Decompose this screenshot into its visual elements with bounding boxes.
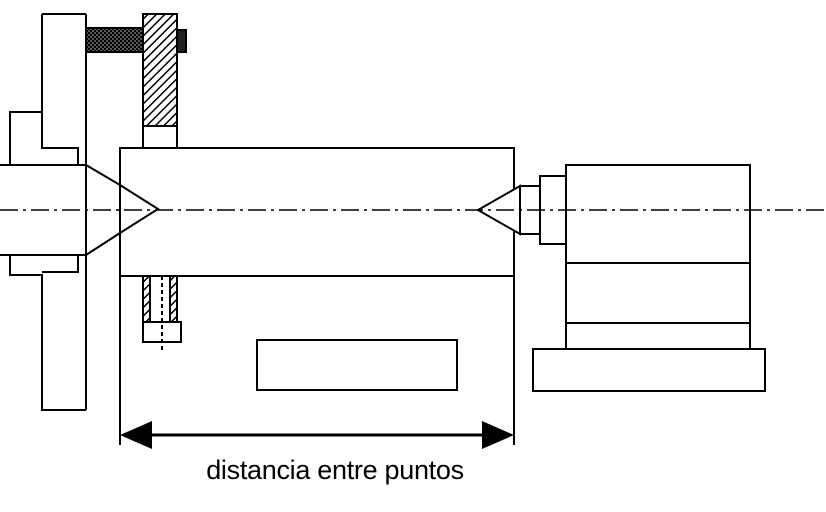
carriage-slot	[256, 339, 458, 391]
dog-bolt	[142, 275, 182, 352]
dimension-caption: distancia entre puntos	[206, 455, 464, 485]
workpiece	[119, 147, 515, 277]
tailstock	[475, 164, 766, 392]
drive-dog	[85, 13, 187, 149]
headstock-chuck	[0, 13, 87, 411]
headstock-center-cone	[85, 163, 160, 257]
dimension-arrow	[120, 421, 514, 449]
